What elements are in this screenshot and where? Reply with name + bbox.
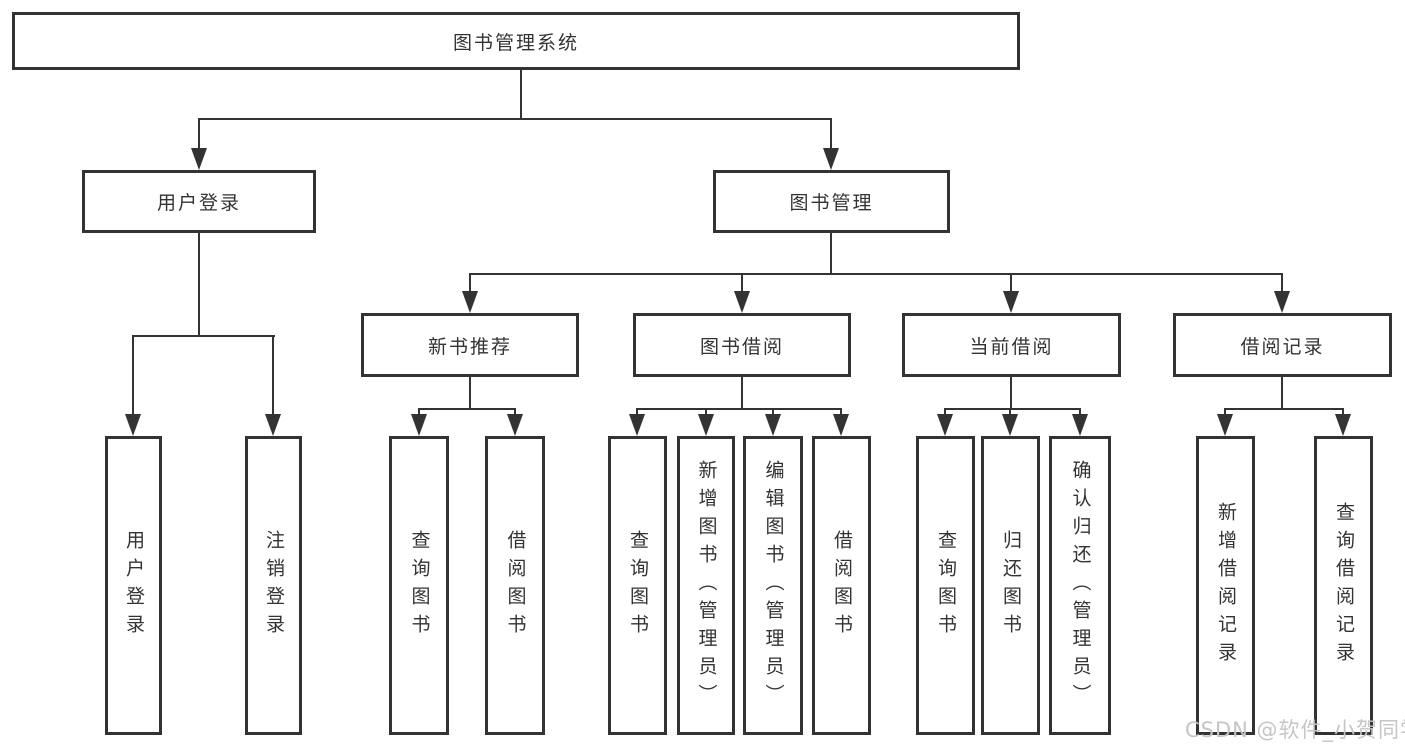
node-book-borrow: 图书借阅 [633,313,851,377]
connector-to-book-borrow [741,273,743,293]
node-new-book-recommend: 新书推荐 [361,313,579,377]
node-current-borrow: 当前借阅 [902,313,1121,377]
arrowhead-icon [937,414,953,436]
connector-drop [1342,408,1344,418]
connector-root-to-book-mgmt [830,118,832,152]
leaf-newbooks-query-books-label: 查询图书 [408,529,431,642]
node-new-book-recommend-label: 新书推荐 [427,335,512,358]
arrowhead-icon [734,291,750,313]
csdn-watermark: CSDN @软件_小贺同学 [1185,718,1405,742]
connector-book-mgmt-stem [830,233,832,273]
connector-drop [418,408,420,418]
connector-to-new-books [469,273,471,293]
leaf-borrow-edit-books-admin-label: 编辑图书（管理员） [762,459,785,712]
arrowhead-icon [1003,291,1019,313]
leaf-current-confirm-return-admin: 确认归还（管理员） [1049,436,1111,735]
leaf-borrow-query-books: 查询图书 [608,436,667,735]
arrowhead-icon [765,414,781,436]
node-borrow-records-label: 借阅记录 [1240,335,1325,358]
connector-root-to-user-login [198,118,200,152]
leaf-borrow-borrow-books-label: 借阅图书 [830,529,853,642]
node-borrow-records: 借阅记录 [1173,313,1392,377]
leaf-borrow-borrow-books: 借阅图书 [812,436,871,735]
connector-current-borrow-branch [944,408,1081,410]
arrowhead-icon [125,414,141,436]
arrowhead-icon [1274,291,1290,313]
connector-book-mgmt-branch [469,273,1283,275]
leaf-user-login-label: 用户登录 [122,529,145,642]
connector-current-borrow-stem [1010,377,1012,408]
leaf-records-query-record: 查询借阅记录 [1314,436,1373,735]
connector-new-books-stem [469,377,471,408]
leaf-user-login: 用户登录 [105,436,162,735]
connector-drop [1224,408,1226,418]
arrowhead-icon [411,414,427,436]
leaf-newbooks-query-books: 查询图书 [389,436,449,735]
connector-borrow-records-branch [1224,408,1344,410]
connector-root-branch [198,118,832,120]
connector-to-current-borrow [1010,273,1012,293]
leaf-current-return-books-label: 归还图书 [999,529,1022,642]
leaf-records-query-record-label: 查询借阅记录 [1332,501,1355,670]
connector-drop [840,408,842,418]
connector-to-leaf-logout [272,335,274,416]
arrowhead-icon [1335,414,1351,436]
leaf-borrow-add-books-admin: 新增图书（管理员） [677,436,735,735]
leaf-current-query-books: 查询图书 [916,436,975,735]
leaf-borrow-query-books-label: 查询图书 [626,529,649,642]
leaf-records-add-record: 新增借阅记录 [1196,436,1255,735]
arrowhead-icon [462,291,478,313]
connector-borrow-records-stem [1281,377,1283,408]
node-current-borrow-label: 当前借阅 [969,335,1054,358]
node-user-login: 用户登录 [82,170,316,233]
connector-drop [636,408,638,418]
connector-to-borrow-records [1281,273,1283,293]
arrowhead-icon [823,148,839,170]
connector-user-login-branch [132,335,275,337]
node-book-management-label: 图书管理 [789,192,874,214]
arrowhead-icon [265,414,281,436]
arrowhead-icon [698,414,714,436]
connector-drop [1009,408,1011,418]
arrowhead-icon [1072,414,1088,436]
leaf-current-query-books-label: 查询图书 [934,529,957,642]
arrowhead-icon [833,414,849,436]
leaf-logout-label: 注销登录 [262,529,285,642]
leaf-newbooks-borrow-books-label: 借阅图书 [504,529,527,642]
connector-book-borrow-stem [741,377,743,408]
leaf-current-confirm-return-admin-label: 确认归还（管理员） [1069,459,1092,712]
connector-drop [1079,408,1081,418]
node-root: 图书管理系统 [12,12,1020,70]
leaf-newbooks-borrow-books: 借阅图书 [485,436,545,735]
connector-new-books-branch [418,408,516,410]
arrowhead-icon [1002,414,1018,436]
connector-drop [705,408,707,418]
leaf-borrow-edit-books-admin: 编辑图书（管理员） [743,436,803,735]
connector-root-stem [520,70,522,118]
node-book-borrow-label: 图书借阅 [699,335,784,358]
connector-drop [944,408,946,418]
connector-book-borrow-branch [636,408,842,410]
arrowhead-icon [629,414,645,436]
connector-drop [514,408,516,418]
leaf-borrow-add-books-admin-label: 新增图书（管理员） [695,459,718,712]
leaf-logout: 注销登录 [245,436,302,735]
arrowhead-icon [507,414,523,436]
connector-to-leaf-login [132,335,134,416]
leaf-records-add-record-label: 新增借阅记录 [1214,501,1237,670]
node-root-label: 图书管理系统 [452,31,579,54]
arrowhead-icon [1217,414,1233,436]
connector-drop [772,408,774,418]
node-book-management: 图书管理 [713,170,950,233]
leaf-current-return-books: 归还图书 [981,436,1040,735]
arrowhead-icon [191,148,207,170]
connector-user-login-stem [198,233,200,335]
node-user-login-label: 用户登录 [156,192,241,214]
